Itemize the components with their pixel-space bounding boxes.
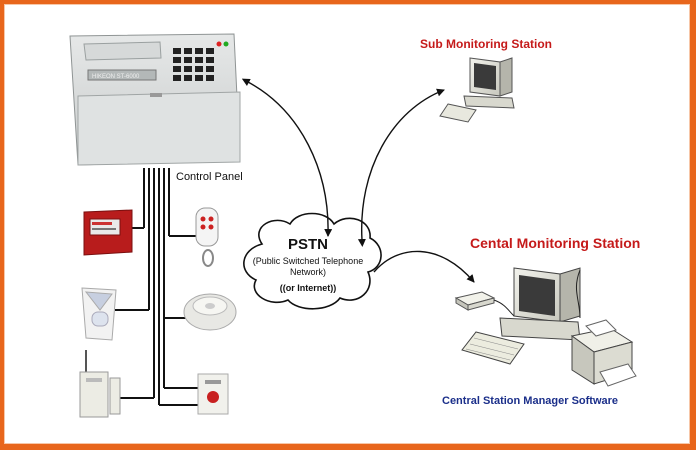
pstn-title: PSTN — [287, 236, 328, 253]
smoke-detector-icon — [183, 293, 237, 331]
pstn-internet-note: ((or Internet)) — [279, 283, 337, 293]
central-monitoring-station-label: Cental Monitoring Station — [470, 235, 641, 251]
printer-icon — [570, 269, 637, 387]
control-panel-icon — [69, 33, 241, 166]
sub-monitoring-station-label: Sub Monitoring Station — [420, 37, 552, 51]
central-station-software-label: Central Station Manager Software — [442, 395, 619, 407]
modem-icon — [454, 291, 515, 317]
connection-arrows — [241, 78, 475, 283]
sensor-wiring — [115, 168, 198, 406]
computer-icon — [461, 267, 581, 365]
computer-icon — [439, 57, 515, 123]
pir-motion-sensor-icon — [81, 287, 117, 341]
control-panel-label: Control Panel — [176, 171, 243, 183]
pstn-description: (Public Switched Telephone Network) — [252, 256, 364, 277]
panic-button-icon — [197, 373, 229, 415]
remote-keyfob-icon — [195, 207, 219, 267]
fire-alarm-panel-icon — [83, 209, 133, 256]
door-contact-sensor-icon — [79, 350, 121, 418]
